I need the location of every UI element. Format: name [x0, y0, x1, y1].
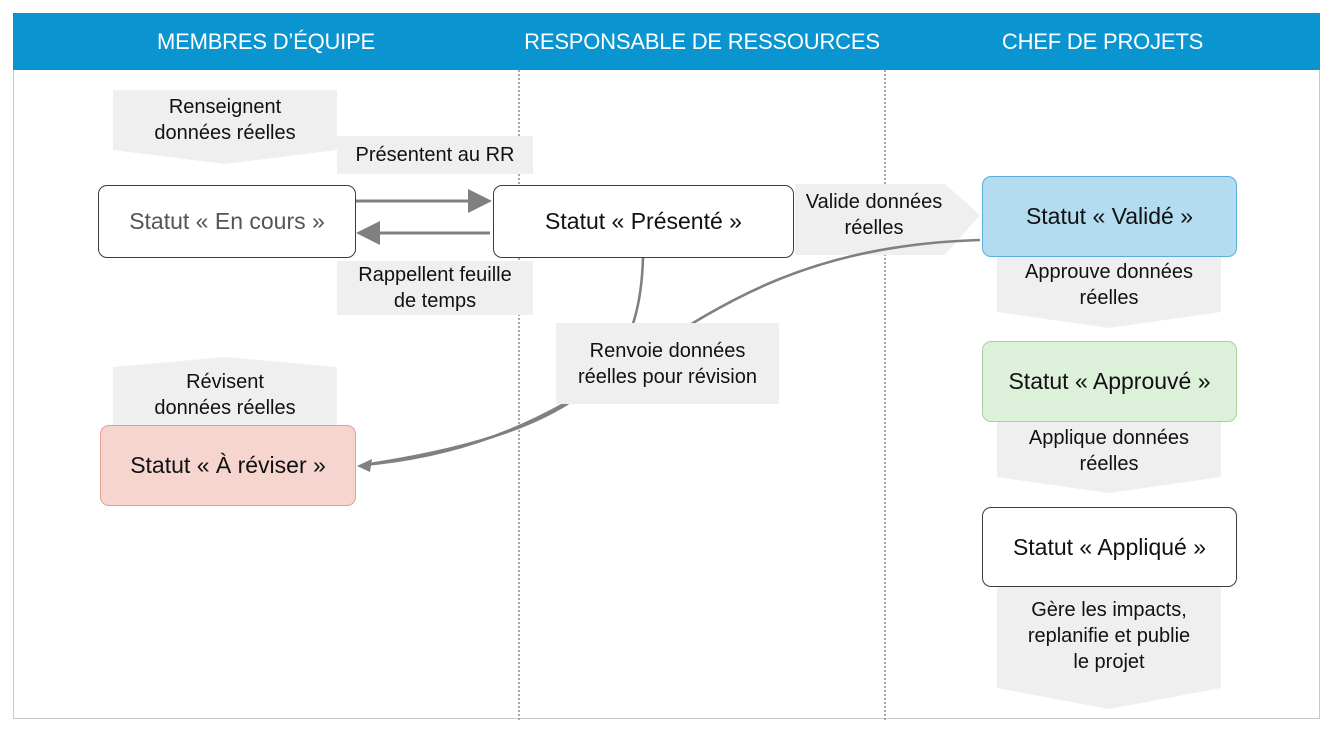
status-applique: Statut « Appliqué » — [982, 507, 1237, 587]
step-renseignent-shape — [113, 90, 337, 164]
status-approuve: Statut « Approuvé » — [982, 341, 1237, 422]
status-en-cours: Statut « En cours » — [98, 185, 356, 258]
step-revisent-shape — [113, 357, 337, 425]
lane-title-responsable: RESPONSABLE DE RESSOURCES — [524, 29, 880, 54]
step-gere-shape — [997, 587, 1221, 709]
lane-divider-2 — [884, 70, 886, 720]
lane-divider-1 — [518, 70, 520, 720]
step-rappellent-shape — [337, 261, 533, 315]
status-presente: Statut « Présenté » — [493, 185, 794, 258]
step-presentent-shape — [337, 136, 533, 174]
lane-title-chef: CHEF DE PROJETS — [1001, 29, 1204, 54]
step-approuve-shape — [997, 256, 1221, 328]
status-valide: Statut « Validé » — [982, 176, 1237, 257]
lane-title-membres: MEMBRES D’ÉQUIPE — [156, 29, 376, 54]
step-applique-shape — [997, 421, 1221, 493]
swimlane-header — [13, 13, 1320, 70]
step-presentent: Présentent au RR — [355, 144, 515, 166]
arrowhead-a-reviser — [357, 459, 372, 472]
status-a-reviser: Statut « À réviser » — [100, 425, 356, 506]
step-valide-shape — [795, 184, 980, 255]
step-renvoie-shape — [556, 323, 779, 404]
